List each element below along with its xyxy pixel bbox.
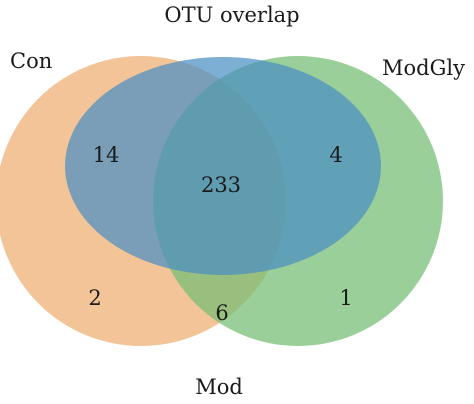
count-all: 233: [201, 173, 241, 197]
set-label-mod: Mod: [195, 375, 243, 399]
set-mod-ellipse: [65, 57, 381, 275]
set-label-con: Con: [10, 49, 52, 73]
diagram-title: OTU overlap: [164, 3, 299, 27]
count-con-modgly: 6: [215, 301, 228, 325]
count-con-only: 2: [88, 286, 101, 310]
set-label-modgly: ModGly: [382, 56, 465, 80]
count-modgly-only: 1: [339, 286, 352, 310]
count-con-mod: 14: [93, 143, 120, 167]
count-mod-modgly: 4: [329, 143, 342, 167]
